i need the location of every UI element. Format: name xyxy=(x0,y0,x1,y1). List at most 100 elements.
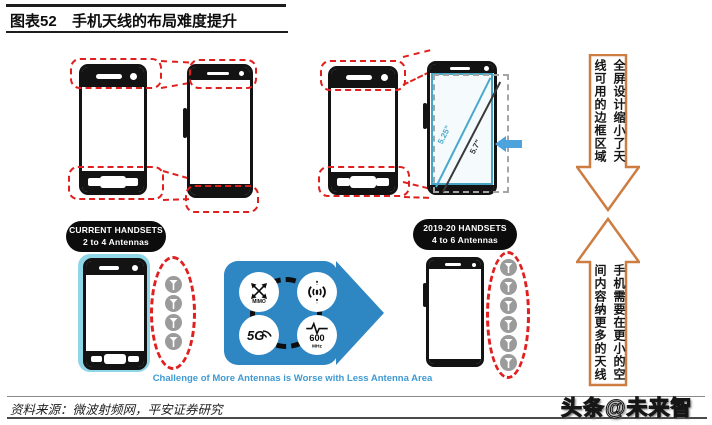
phone-fullscreen xyxy=(427,61,497,195)
phone-top-bezel xyxy=(190,67,250,80)
phone-bottom-bezel xyxy=(331,172,395,192)
phone-top-bezel xyxy=(331,69,395,88)
title-bottom-rule xyxy=(6,31,288,33)
nav-button xyxy=(128,356,139,362)
phone-top-bezel xyxy=(82,67,144,87)
antenna-group-future xyxy=(486,251,530,379)
mimo-label: MIMO xyxy=(252,298,266,305)
antenna-zone-highlight xyxy=(70,58,162,89)
antenna-icon xyxy=(499,259,517,276)
speaker-slot xyxy=(96,74,122,79)
mimo-icon xyxy=(251,282,267,299)
phone-new-left xyxy=(187,64,253,198)
footer-top-rule xyxy=(7,396,705,397)
nav-button xyxy=(337,178,350,186)
antenna-zone-highlight xyxy=(318,166,410,197)
antenna-icon xyxy=(499,335,517,352)
title-top-rule xyxy=(6,4,286,7)
dashed-connector xyxy=(160,60,190,64)
source-note: 资料来源：微波射频网，平安证券研究 xyxy=(10,403,223,417)
5g-label: 5G xyxy=(247,328,264,343)
phone-bottom-bezel xyxy=(86,351,144,367)
antenna-group-current xyxy=(150,256,196,370)
current-handsets-badge: CURRENT HANDSETS 2 to 4 Antennas xyxy=(66,221,166,252)
shrink-direction-arrow-icon xyxy=(495,136,523,152)
phone-old-right xyxy=(328,66,398,195)
camera-dot xyxy=(130,73,137,80)
signal-badge xyxy=(297,272,337,312)
tech-cycle-ring xyxy=(250,277,322,349)
phone-bottom-bezel xyxy=(429,359,481,364)
fullscreen-display xyxy=(431,73,493,185)
antenna-icon xyxy=(164,314,182,331)
camera-dot xyxy=(239,71,244,76)
speaker-slot xyxy=(99,266,119,270)
antenna-icon xyxy=(499,278,517,295)
watermark: 头条@未来智库 xyxy=(560,396,693,420)
badge-line1: 2019-20 HANDSETS xyxy=(423,223,507,234)
down-arrow-text: 全屏设计缩小了天线可用的边框区域 xyxy=(593,59,626,163)
figure-title: 手机天线的布局难度提升 xyxy=(72,13,238,30)
camera-dot xyxy=(484,66,489,71)
speaker-slot xyxy=(346,75,372,80)
camera-dot xyxy=(472,262,476,267)
home-button xyxy=(100,176,126,188)
speaker-slot xyxy=(445,263,461,266)
phone-current-bottom xyxy=(83,258,147,370)
down-arrow-icon xyxy=(574,53,642,213)
antenna-icon xyxy=(164,276,182,293)
process-arrow-tip xyxy=(336,261,384,365)
camera-dot xyxy=(381,74,388,81)
camera-dot xyxy=(132,265,138,271)
antenna-icon xyxy=(164,333,182,350)
dashed-connector xyxy=(402,49,431,58)
phone-top-bezel xyxy=(86,261,144,275)
nav-button xyxy=(376,178,389,186)
nav-button xyxy=(125,178,138,186)
figure-caption: Challenge of More Antennas is Worse with… xyxy=(152,373,433,384)
phone-bottom-bezel xyxy=(82,171,144,192)
volume-button xyxy=(423,283,427,307)
speaker-slot xyxy=(207,72,229,75)
up-arrow-icon xyxy=(574,216,642,387)
band-label: 600 xyxy=(309,333,324,343)
antenna-zone-highlight xyxy=(189,59,257,89)
antenna-zone-highlight xyxy=(68,166,164,200)
phone-old-left xyxy=(79,64,147,195)
home-button xyxy=(104,354,126,364)
phone-bottom-bezel xyxy=(190,184,250,195)
band-unit-label: MHz xyxy=(312,343,322,349)
600mhz-icon: 600 MHz xyxy=(306,321,328,349)
badge-line1: CURRENT HANDSETS xyxy=(69,225,163,236)
antenna-icon xyxy=(499,354,517,371)
footer-bottom-rule xyxy=(7,417,707,419)
down-arrow-note: 全屏设计缩小了天线可用的边框区域 xyxy=(574,53,642,213)
old-screen-footprint xyxy=(433,74,509,193)
future-handsets-badge: 2019-20 HANDSETS 4 to 6 Antennas xyxy=(413,219,517,250)
up-arrow-note: 手机需要在更小的空间内容纳更多的天线 xyxy=(574,216,642,387)
speaker-slot xyxy=(450,67,470,70)
volume-button xyxy=(183,108,187,138)
dashed-connector xyxy=(403,196,430,199)
broadcast-signal-icon xyxy=(308,280,326,304)
nav-button xyxy=(88,178,101,186)
badge-line2: 2 to 4 Antennas xyxy=(83,236,149,247)
dashed-connector xyxy=(160,82,189,89)
five-g-badge: 5G xyxy=(239,315,279,355)
phone-top-bezel xyxy=(429,260,481,269)
figure-number: 图表52 xyxy=(10,13,57,30)
phone-top-bezel xyxy=(430,64,494,73)
antenna-icon xyxy=(499,316,517,333)
antenna-icon xyxy=(499,297,517,314)
mimo-badge: MIMO xyxy=(239,272,279,312)
phone-bottom-bezel xyxy=(430,185,494,192)
antenna-icon xyxy=(164,295,182,312)
nav-button xyxy=(91,356,102,362)
phone-future-bottom xyxy=(426,257,484,367)
volume-button xyxy=(423,103,427,129)
badge-line2: 4 to 6 Antennas xyxy=(432,234,498,245)
up-arrow-text: 手机需要在更小的空间内容纳更多的天线 xyxy=(593,264,626,381)
home-button xyxy=(350,176,376,188)
antenna-zone-highlight xyxy=(185,185,259,213)
